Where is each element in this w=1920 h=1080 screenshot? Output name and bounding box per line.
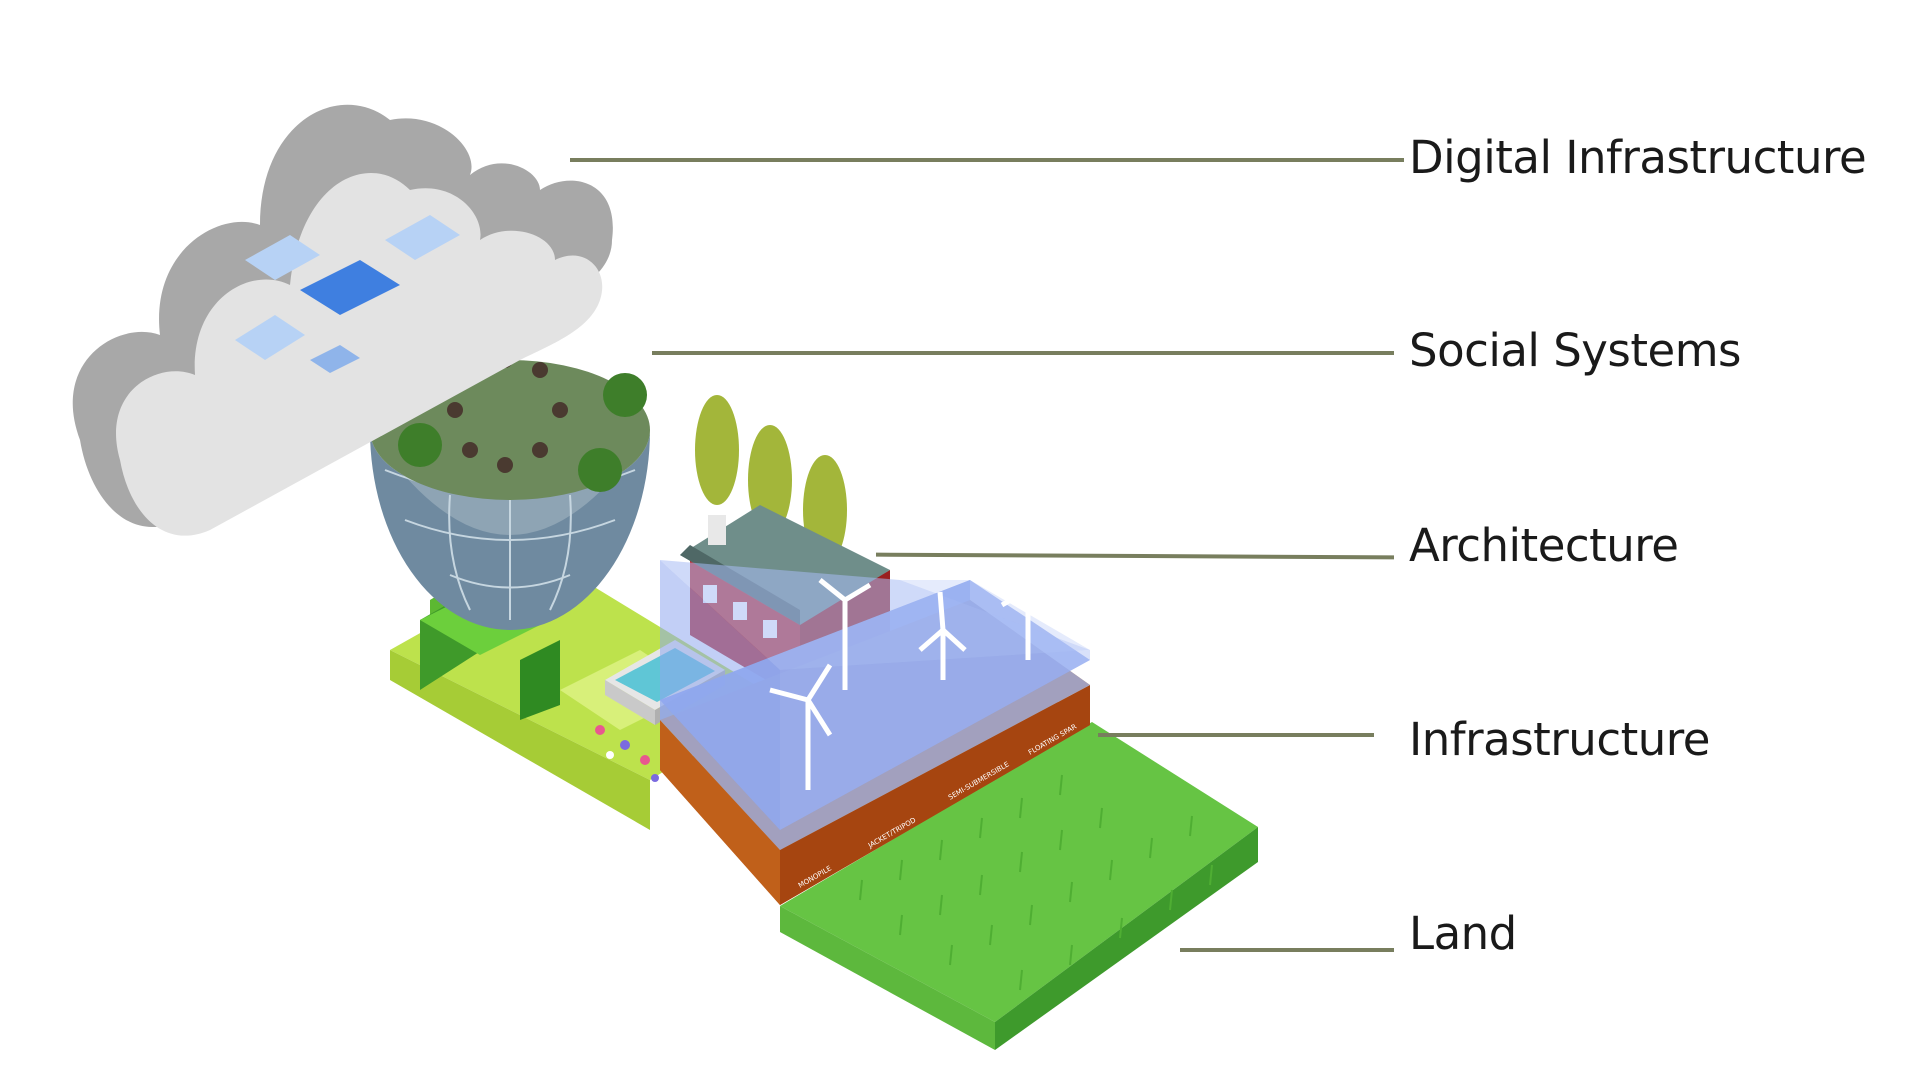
leader-digital-infrastructure [570, 158, 1404, 162]
label-infrastructure: Infrastructure [1409, 713, 1710, 766]
label-land: Land [1409, 907, 1517, 960]
land-block [780, 722, 1258, 1050]
label-social-systems: Social Systems [1409, 324, 1741, 377]
wind-turbines [769, 554, 1052, 790]
label-architecture: Architecture [1409, 519, 1679, 572]
label-digital-infrastructure: Digital Infrastructure [1409, 131, 1867, 184]
leader-infrastructure [1098, 733, 1374, 737]
leader-social-systems [652, 351, 1394, 355]
digital-cloud [72, 104, 613, 536]
infrastructure-block [660, 560, 1090, 905]
leader-land [1180, 948, 1394, 952]
